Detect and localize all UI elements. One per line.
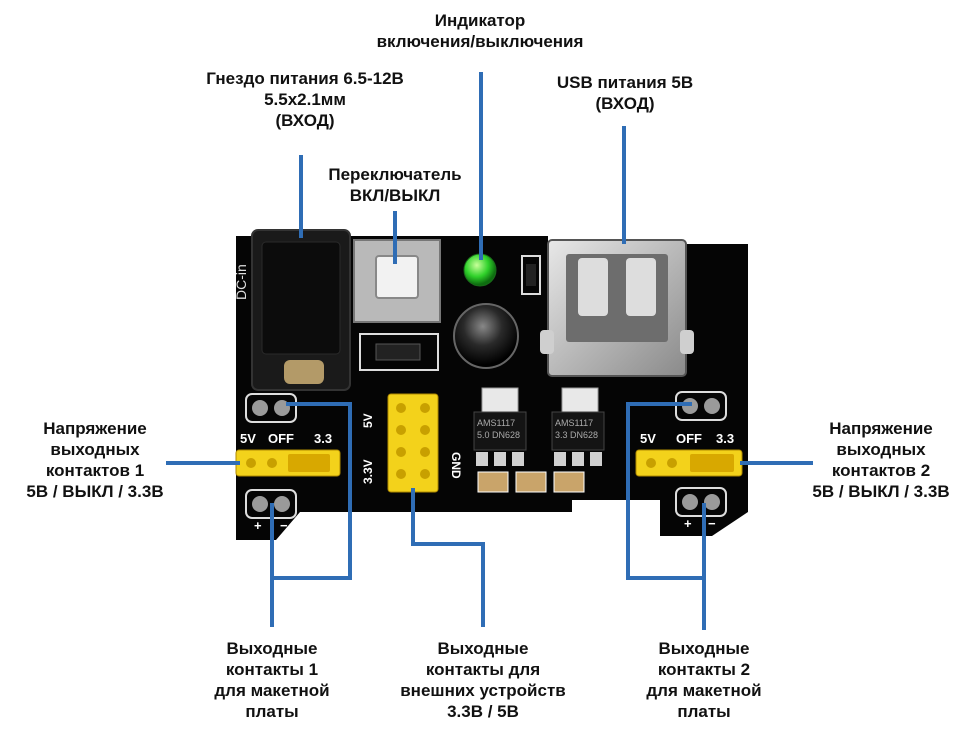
left-off-silk: OFF — [268, 431, 294, 446]
reg2-text-2: 3.3 DN628 — [555, 430, 598, 440]
callout-lines — [166, 72, 813, 630]
reg1-text-2: 5.0 DN628 — [477, 430, 520, 440]
label-indicator: Индикатор включения/выключения — [376, 11, 584, 51]
right-off-silk: OFF — [676, 431, 702, 446]
mid-5v-silk: 5V — [361, 413, 375, 428]
left-plus-silk: + — [254, 518, 262, 533]
right-voltage-jumper[interactable] — [635, 449, 743, 477]
smd-resistor — [521, 255, 541, 295]
label-jack: Гнездо питания 6.5-12В 5.5х2.1мм (ВХОД) — [206, 69, 404, 130]
right-33-silk: 3.3 — [716, 431, 734, 446]
left-33-silk: 3.3 — [314, 431, 332, 446]
electrolytic-capacitor — [453, 303, 519, 369]
left-top-pins — [245, 393, 297, 423]
gnd-silk: GND — [449, 452, 463, 479]
usb-port — [540, 239, 694, 377]
label-voltage1: Напряжение выходных контактов 1 5В / ВЫК… — [26, 419, 164, 501]
dc-jack: DC-in — [233, 229, 351, 391]
diode-outline — [359, 333, 439, 371]
left-voltage-jumper[interactable] — [235, 449, 341, 477]
label-out1: Выходные контакты 1 для макетной платы — [214, 639, 330, 721]
smd-capacitors — [477, 471, 585, 493]
left-5v-silk: 5V — [240, 431, 256, 446]
label-usb: USB питания 5В (ВХОД) — [556, 73, 694, 113]
reg1-text-1: AMS1117 — [477, 418, 515, 428]
label-ext: Выходные контакты для внешних устройств … — [400, 639, 566, 721]
dc-in-silk: DC-in — [233, 264, 249, 300]
callout-out2 — [626, 402, 706, 580]
left-minus-silk: − — [280, 518, 288, 533]
right-plus-silk: + — [684, 516, 692, 531]
reg2-text-1: AMS1117 — [555, 418, 593, 428]
label-voltage2: Напряжение выходных контактов 2 5В / ВЫК… — [812, 419, 950, 501]
callout-out1 — [270, 402, 352, 580]
right-5v-silk: 5V — [640, 431, 656, 446]
right-bottom-pins — [675, 487, 727, 517]
right-minus-silk: − — [708, 516, 716, 531]
callout-ext — [411, 488, 485, 627]
mid-33v-silk: 3.3V — [361, 459, 375, 484]
regulator-5v: AMS1117 5.0 DN628 — [473, 387, 527, 466]
external-output-header — [387, 393, 439, 493]
label-out2: Выходные контакты 2 для макетной платы — [646, 639, 762, 721]
label-switch: Переключатель ВКЛ/ВЫКЛ — [328, 165, 462, 205]
regulator-33v: AMS1117 3.3 DN628 — [551, 387, 605, 466]
